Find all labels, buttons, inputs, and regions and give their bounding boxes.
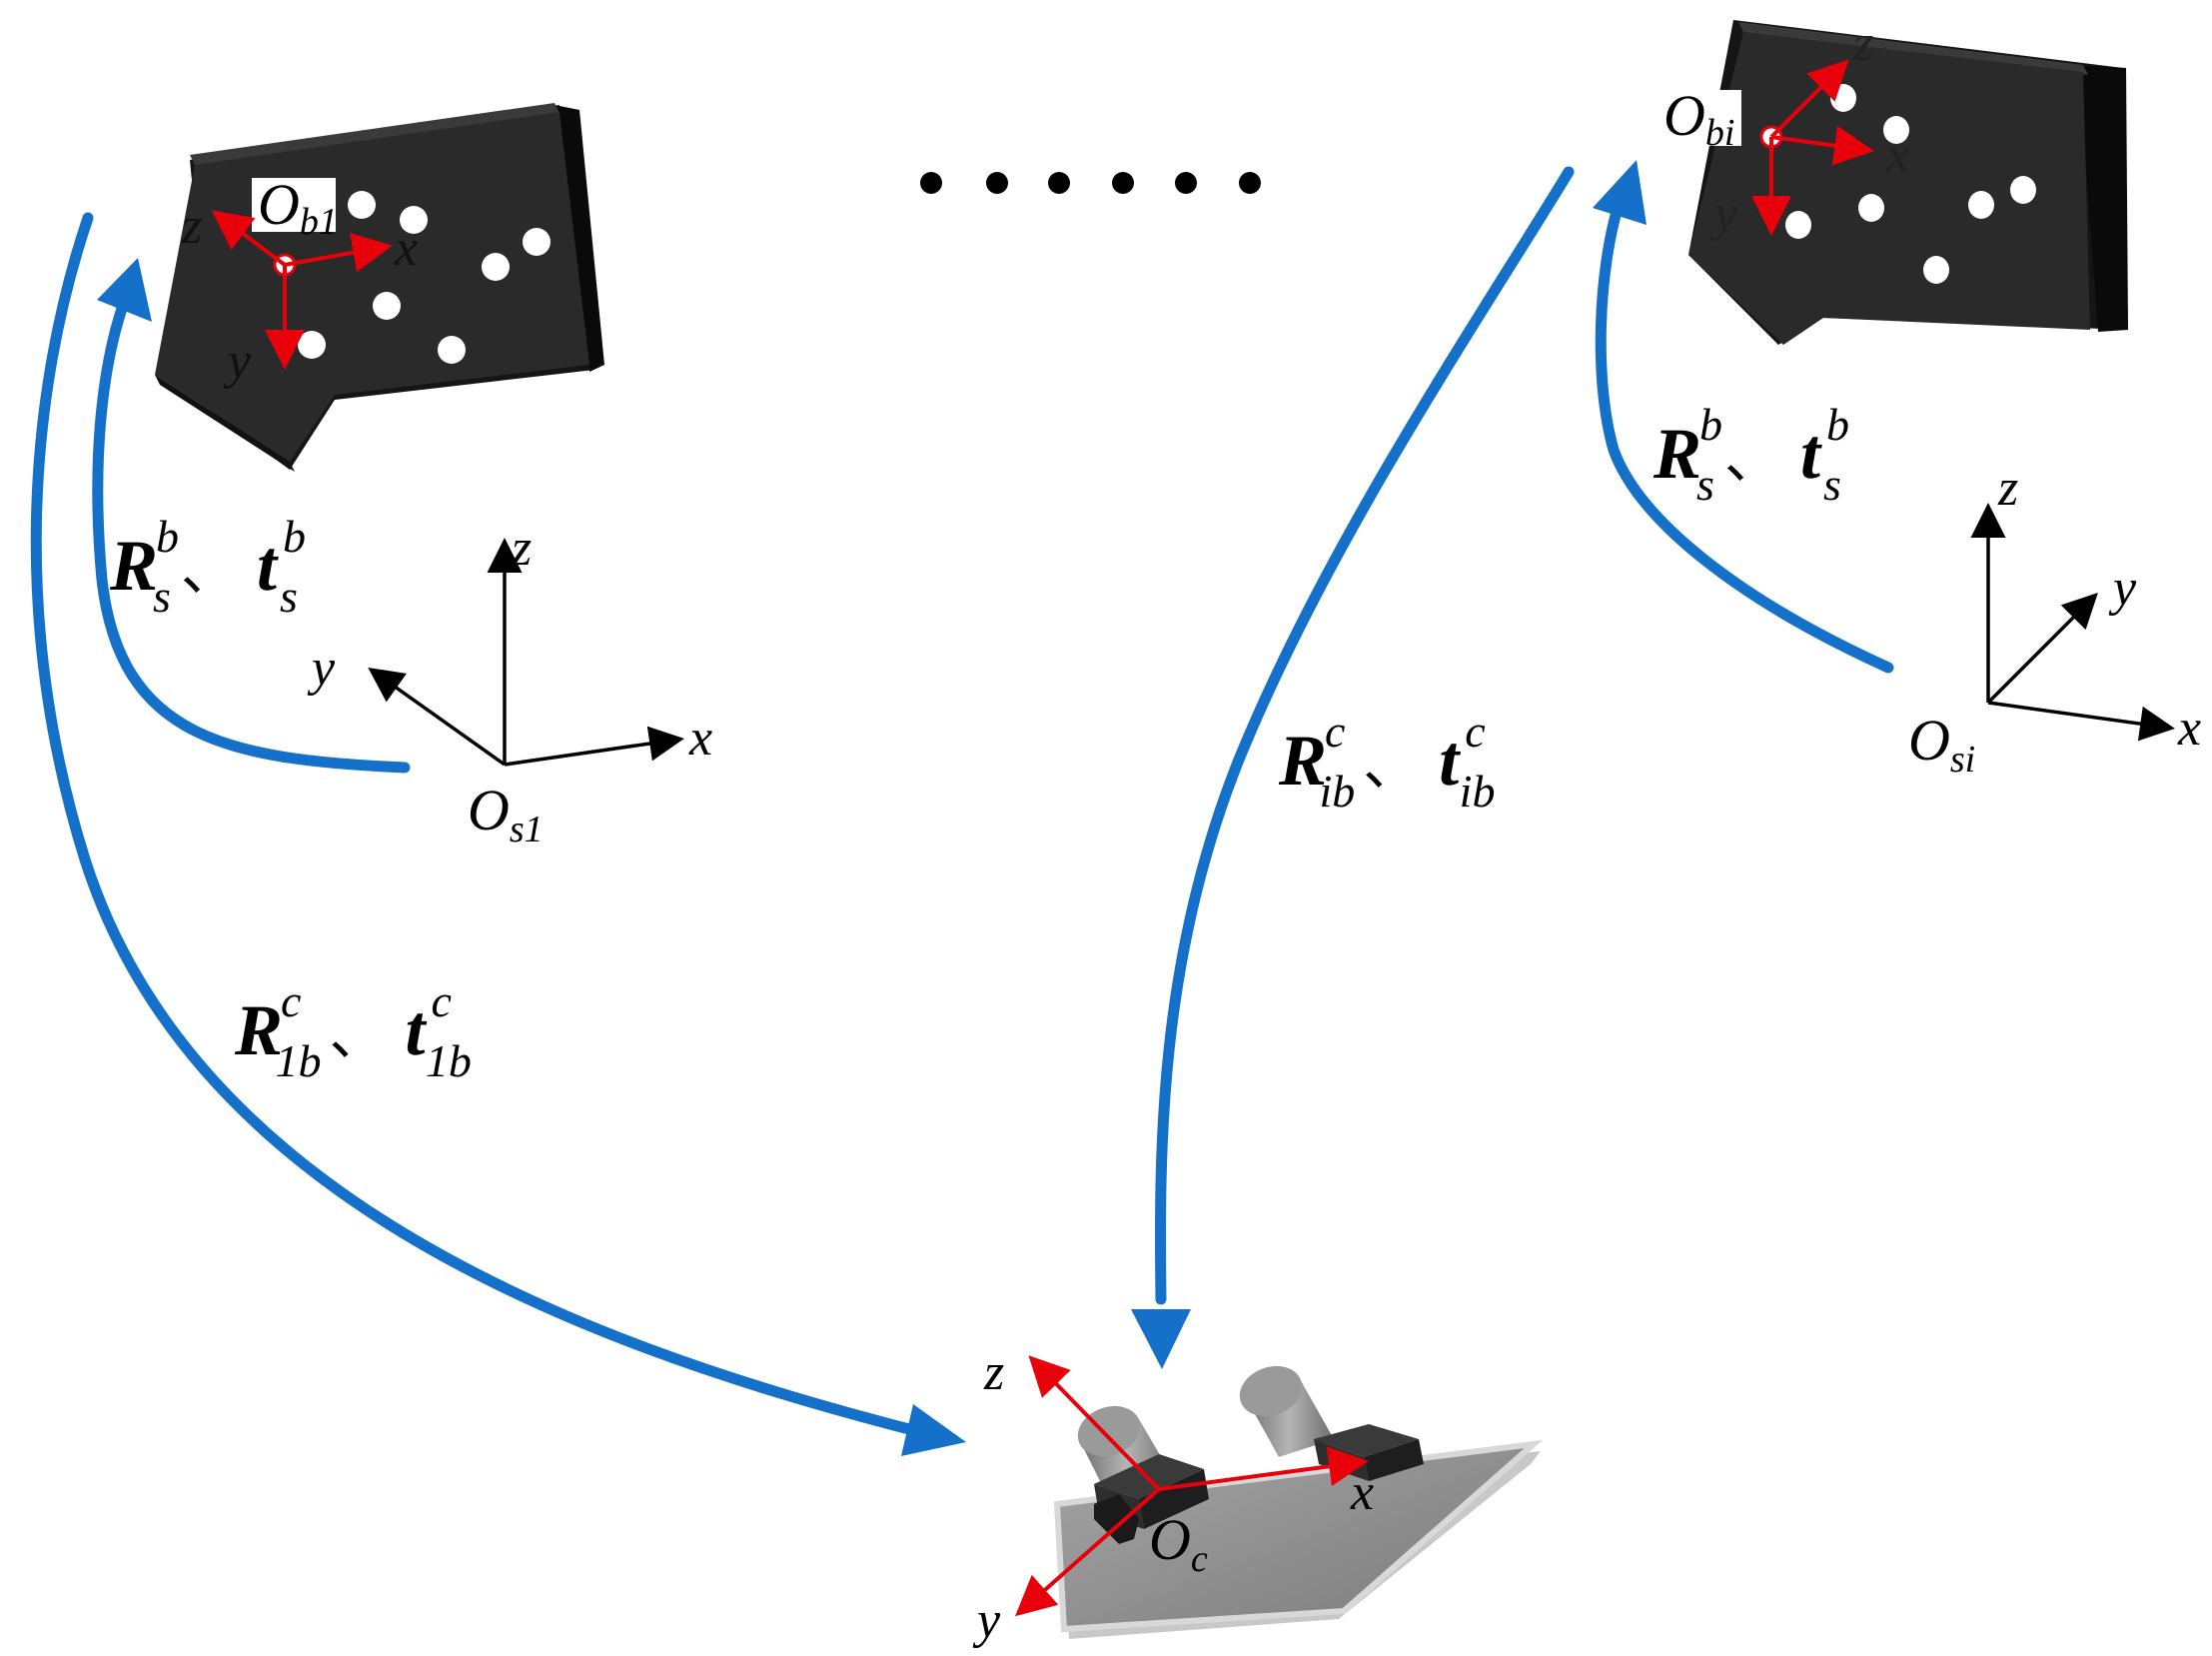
scan-1-y-axis <box>368 667 507 767</box>
target-1-z-label: z <box>181 198 202 255</box>
rel-left-scan-R: R <box>109 526 158 606</box>
scanner-frame-i <box>1970 503 2175 742</box>
camera-origin-label: Oc <box>1149 1507 1208 1580</box>
target-block-1: Ob1 x y z <box>155 103 604 472</box>
arrowhead-camera-top <box>1131 1309 1191 1369</box>
arrowhead-targeti <box>1593 160 1647 225</box>
scan-1-z-label: z <box>511 520 532 577</box>
scan-1-origin-label: Os1 <box>468 778 544 850</box>
arrow-scan1-to-target1 <box>92 294 411 774</box>
camera-z-axis <box>1028 1355 1161 1491</box>
target-i-axes <box>1751 59 1874 236</box>
scan-i-x-axis <box>1987 701 2175 742</box>
rel-right-scan-t: t <box>1800 414 1822 494</box>
camera-x-label: x <box>1350 1464 1374 1521</box>
scan-i-z-label: z <box>1997 460 2018 517</box>
camera-axes <box>1015 1355 1369 1617</box>
arrow-scani-to-targeti <box>1595 199 1894 674</box>
arrowhead-camera-left <box>901 1404 966 1456</box>
scan-1-y-label: y <box>307 640 336 697</box>
scan-1-x-axis <box>504 726 684 767</box>
target-1-axes <box>211 210 393 370</box>
target-1-x-label: x <box>394 220 418 277</box>
scan-i-x-label: x <box>2177 700 2201 757</box>
camera-lens-right <box>1239 1365 1424 1481</box>
camera-lens-left <box>1077 1405 1209 1544</box>
target-block-i: Obi x y z <box>1661 15 2128 345</box>
target-i-y-label: y <box>1709 185 1738 242</box>
arrowhead-target1 <box>97 258 152 322</box>
target-i-z-label: z <box>1852 15 1873 72</box>
scan-i-origin-label: Osi <box>1908 708 1975 781</box>
target-dots-1 <box>273 191 551 364</box>
scan-i-y-axis <box>1986 593 2098 705</box>
scanner-frame-1 <box>368 538 684 767</box>
target-1-origin-label: Ob1 <box>258 172 338 243</box>
arrow-target1-to-camera <box>30 212 915 1435</box>
camera-x-axis <box>1158 1446 1369 1491</box>
transform-arrowheads <box>97 160 1647 1456</box>
rel-right-scan-R: R <box>1653 414 1701 494</box>
target-i-x-label: x <box>1885 127 1909 184</box>
target-i-label-box <box>1661 90 1741 146</box>
transform-arrows <box>30 166 1894 1435</box>
rel-cam-1-t: t <box>405 990 427 1070</box>
target-1-z-axis <box>211 210 287 267</box>
target-1-y-label: y <box>223 333 252 390</box>
rel-cam-i-t: t <box>1439 721 1461 801</box>
scan-1-x-label: x <box>688 710 712 767</box>
svg-text:Rbs、tbs: Rbs、tbs <box>109 511 306 622</box>
target-1-label-box <box>252 178 336 232</box>
rel-cam-i-R: R <box>1278 721 1327 801</box>
ellipsis-dots <box>920 172 1261 194</box>
rel-left-scan-t: t <box>257 526 279 606</box>
svg-text:Rbs、tbs: Rbs、tbs <box>1653 399 1849 510</box>
target-i-z-axis <box>1769 59 1849 139</box>
rel-cam-1-R: R <box>234 990 283 1070</box>
target-i-x-axis <box>1770 125 1874 166</box>
camera-z-label: z <box>983 1344 1004 1401</box>
arrow-targeti-to-camera <box>1154 166 1575 1305</box>
target-dots-i <box>1759 84 2036 284</box>
scan-i-y-label: y <box>2108 560 2137 617</box>
camera-y-axis <box>1015 1487 1161 1617</box>
target-i-origin-label: Obi <box>1663 83 1734 154</box>
camera-y-label: y <box>972 1592 1001 1649</box>
stereo-camera: x z y Oc <box>972 1344 1544 1649</box>
target-1-x-axis <box>284 232 393 273</box>
